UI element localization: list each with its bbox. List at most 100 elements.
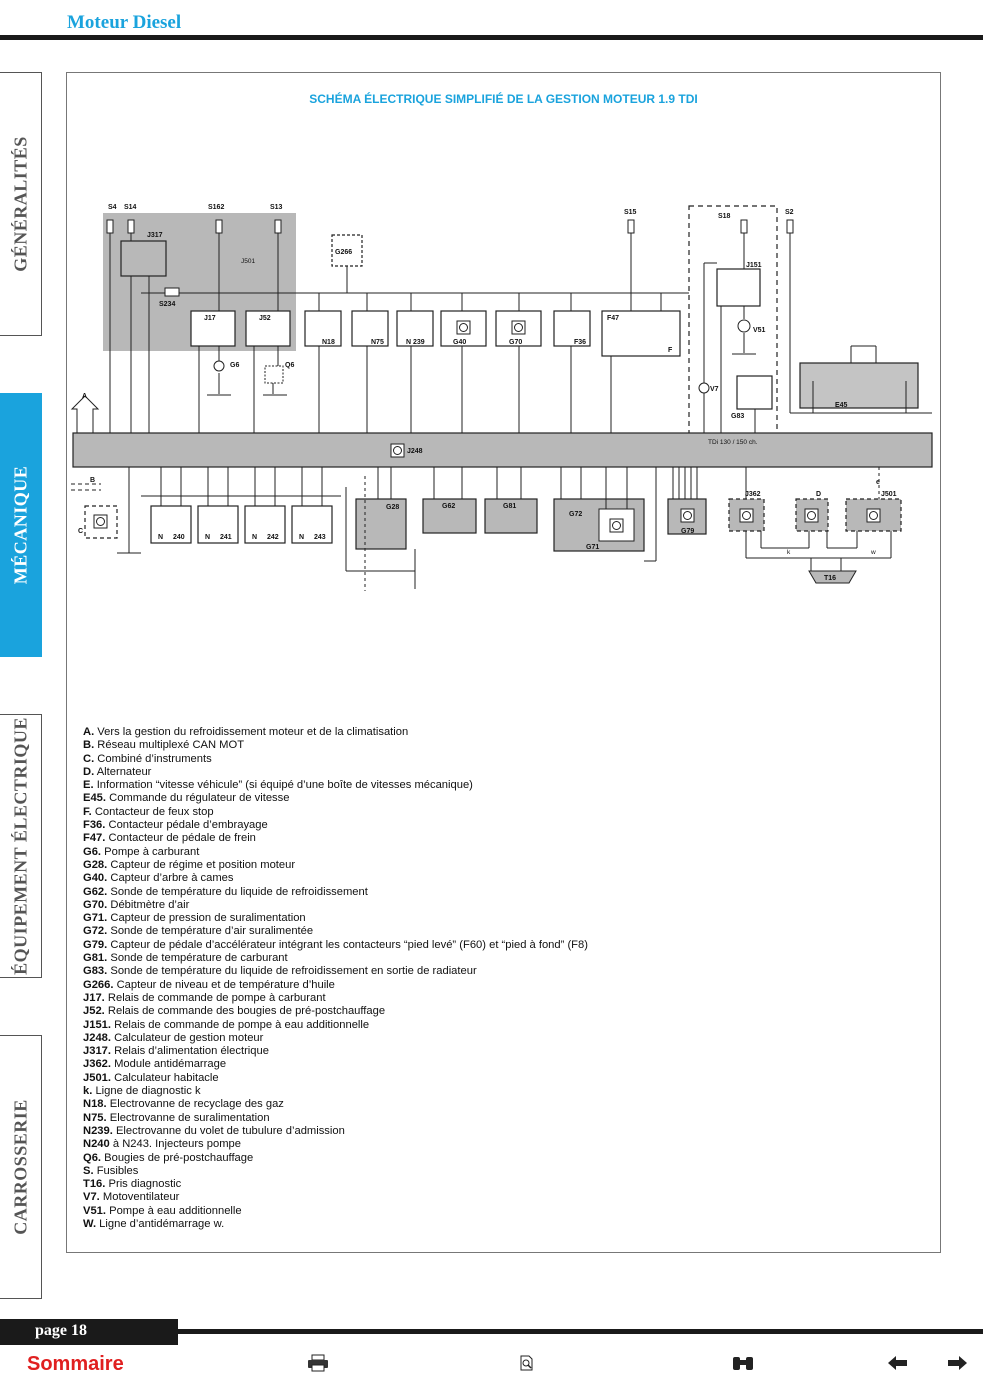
fuse-icon xyxy=(215,219,223,234)
legend-item: D. Alternateur xyxy=(83,765,152,778)
legend-item: k. Ligne de diagnostic k xyxy=(83,1085,201,1098)
component-label: G81 xyxy=(503,503,516,510)
component-label: Q6 xyxy=(285,362,294,369)
switch-f36 xyxy=(553,310,591,347)
component-label: 242 xyxy=(267,534,279,541)
component-label: V51 xyxy=(753,327,766,334)
legend-item: G71. Capteur de pression de suralimentat… xyxy=(83,912,306,925)
legend-item: E. Information “vitesse véhicule” (si éq… xyxy=(83,779,473,792)
component-label: J362 xyxy=(745,491,761,498)
fan-v7-icon xyxy=(698,382,710,394)
search-document-icon[interactable] xyxy=(519,1354,535,1372)
component-label: J248 xyxy=(407,448,423,455)
header-rule xyxy=(0,35,983,40)
valve-n18 xyxy=(304,310,342,347)
legend-item: A. Vers la gestion du refroidissement mo… xyxy=(83,726,409,738)
relay-j317 xyxy=(120,240,167,277)
component-label: C xyxy=(78,528,83,535)
legend-item: G83. Sonde de température du liquide de … xyxy=(83,965,477,978)
component-label: N xyxy=(252,534,257,541)
sensor-g266 xyxy=(331,234,363,267)
sensor-g81 xyxy=(484,498,538,534)
side-tab-label: GÉNÉRALITÉS xyxy=(10,136,30,272)
wiring-diagram: S4 S14 S162 S13 S15 S18 S2 xyxy=(70,204,933,591)
cluster-c xyxy=(84,505,118,539)
footer-rule xyxy=(178,1329,983,1334)
zone-label: J501 xyxy=(241,258,255,265)
component-label: G62 xyxy=(442,503,455,510)
legend-item: Q6. Bougies de pré-postchauffage xyxy=(83,1151,254,1164)
legend-item: G79. Capteur de pédale d’accélérateur in… xyxy=(83,938,588,951)
legend-item: T16. Pris diagnostic xyxy=(83,1178,182,1191)
fuse-label: S4 xyxy=(108,204,117,211)
legend-item: E45. Commande du régulateur de vitesse xyxy=(83,792,290,805)
component-label: N 239 xyxy=(406,339,425,346)
fuse-label: S2 xyxy=(785,209,794,216)
side-tab-carrosserie[interactable]: CARROSSERIE xyxy=(0,1035,42,1299)
fuse-s234-icon xyxy=(164,287,180,297)
legend-item: S. Fusibles xyxy=(83,1164,139,1177)
arrow-left-icon[interactable] xyxy=(887,1354,909,1372)
legend: A. Vers la gestion du refroidissement mo… xyxy=(83,726,588,1231)
component-label: 240 xyxy=(173,534,185,541)
component-label: N xyxy=(158,534,163,541)
fuse-icon xyxy=(274,219,282,234)
component-label: A xyxy=(82,393,87,400)
component-label: J501 xyxy=(881,491,897,498)
component-label: N xyxy=(299,534,304,541)
legend-item: B. Réseau multiplexé CAN MOT xyxy=(83,739,245,752)
page-number: page 18 xyxy=(35,1322,87,1339)
fuse-icon xyxy=(786,219,794,234)
legend-item: G40. Capteur d’arbre à cames xyxy=(83,872,234,885)
pump-v51-icon xyxy=(737,319,751,333)
legend-item: J501. Calculateur habitacle xyxy=(83,1071,219,1084)
binoculars-icon[interactable] xyxy=(731,1354,755,1372)
sensor-g83 xyxy=(736,375,773,410)
relay-label: J317 xyxy=(147,232,163,239)
page-number-box: page 18 xyxy=(0,1319,178,1345)
pump-g6-icon xyxy=(213,360,225,372)
glow-plugs-q6 xyxy=(264,365,284,384)
component-label: G71 xyxy=(586,544,599,551)
printer-icon[interactable] xyxy=(307,1354,329,1372)
legend-item: G81. Sonde de température de carburant xyxy=(83,952,288,965)
component-label: 243 xyxy=(314,534,326,541)
fuse-icon xyxy=(127,219,135,234)
sommaire-link[interactable]: Sommaire xyxy=(27,1353,124,1375)
component-label: F xyxy=(668,347,673,354)
switch-e45 xyxy=(799,362,919,409)
side-tab-mecanique[interactable]: MÉCANIQUE xyxy=(0,393,42,657)
legend-item: G62. Sonde de température du liquide de … xyxy=(83,885,368,898)
content-frame: SCHÉMA ÉLECTRIQUE SIMPLIFIÉ DE LA GESTIO… xyxy=(66,72,941,1253)
fuse-icon xyxy=(627,219,635,234)
legend-item: F36. Contacteur pédale d’embrayage xyxy=(83,819,268,832)
arrow-right-icon[interactable] xyxy=(946,1354,968,1372)
legend-item: W. Ligne d’antidémarrage w. xyxy=(83,1217,225,1230)
diag-connector-t16 xyxy=(808,570,857,584)
legend-item: F. Contacteur de feux stop xyxy=(83,805,214,818)
arrow-a-icon xyxy=(70,395,100,434)
component-label: N xyxy=(205,534,210,541)
fuse-icon xyxy=(740,219,748,234)
fuse-label: S14 xyxy=(124,204,137,211)
legend-item: V51. Pompe à eau additionnelle xyxy=(83,1204,242,1217)
component-label: G70 xyxy=(509,339,522,346)
side-tab-generalites[interactable]: GÉNÉRALITÉS xyxy=(0,72,42,336)
legend-item: C. Combiné d’instruments xyxy=(83,752,212,765)
component-label: G28 xyxy=(386,504,399,511)
component-label: N75 xyxy=(371,339,384,346)
component-label: J17 xyxy=(204,315,216,322)
component-label: J52 xyxy=(259,315,271,322)
side-tab-label: CARROSSERIE xyxy=(10,1099,30,1235)
injector-n240 xyxy=(150,505,192,544)
injector-n241 xyxy=(197,505,239,544)
legend-item: F47. Contacteur de pédale de frein xyxy=(83,832,256,845)
side-tab-equipement-electrique[interactable]: ÉQUIPEMENT ÉLECTRIQUE xyxy=(0,714,42,978)
legend-item: N239. Electrovanne du volet de tubulure … xyxy=(83,1124,345,1137)
component-label: V7 xyxy=(710,386,719,393)
diagram-title: SCHÉMA ÉLECTRIQUE SIMPLIFIÉ DE LA GESTIO… xyxy=(309,92,698,106)
fuse-label: S15 xyxy=(624,209,637,216)
legend-item: V7. Motoventilateur xyxy=(83,1191,180,1204)
injector-n243 xyxy=(291,505,333,544)
header-title: Moteur Diesel xyxy=(67,12,182,33)
